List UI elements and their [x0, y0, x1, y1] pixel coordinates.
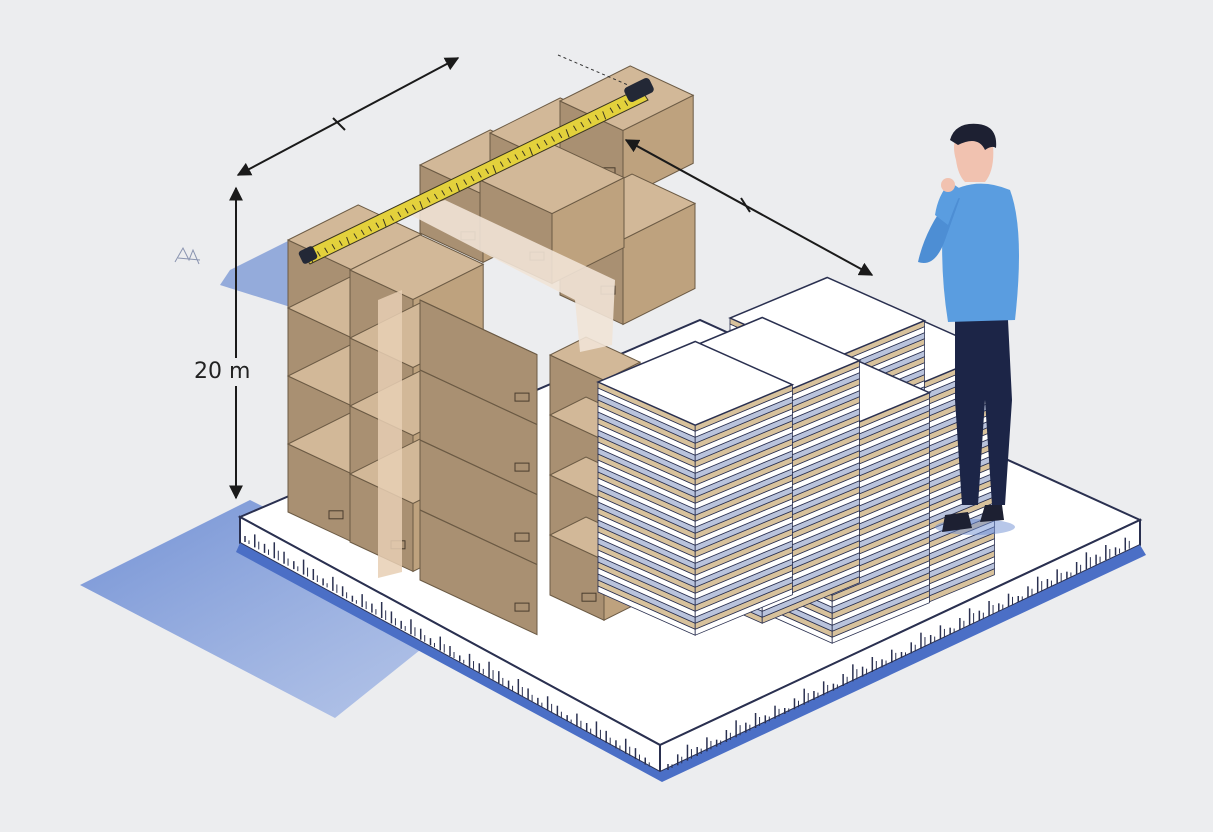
- paper-stack: [596, 276, 997, 644]
- height-dimension-label: 20 m: [192, 358, 253, 386]
- paper-stack-front: [596, 340, 795, 636]
- sketch-mark-icon: [174, 246, 201, 265]
- cardboard-box: [419, 509, 538, 636]
- dimension-arrow-icon: [229, 57, 874, 500]
- platform-edge-marks: [244, 534, 1130, 770]
- measuring-tape-icon: [298, 54, 654, 265]
- person-icon: [918, 123, 1019, 535]
- cardboard-box: [419, 439, 538, 566]
- packing-tape: [378, 200, 615, 578]
